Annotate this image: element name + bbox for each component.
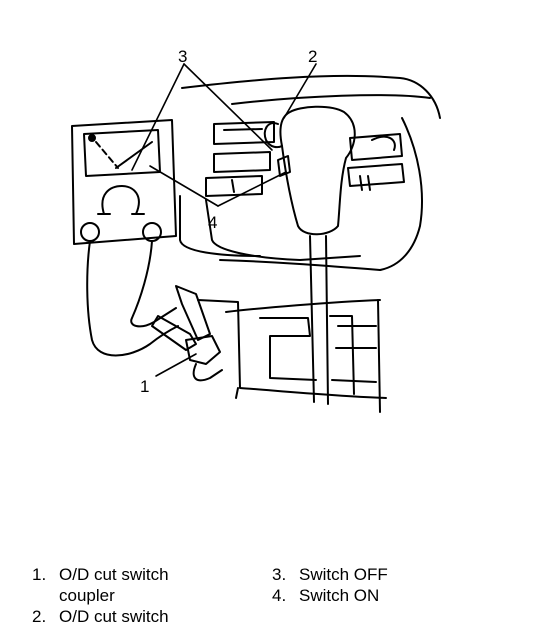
od-switch-coupler [185, 335, 223, 382]
legend-item-4: 4. Switch ON [272, 585, 379, 606]
circuit-tester [71, 119, 177, 245]
legend-number: 3. [272, 565, 287, 584]
legend-item-3: 3. Switch OFF [272, 564, 388, 585]
console-background [179, 74, 441, 271]
legend-number: 1. [32, 565, 47, 584]
callout-leaders [131, 63, 317, 377]
legend-item-2: 2. O/D cut switch [32, 606, 169, 627]
callout-1: 1 [140, 377, 149, 396]
legend-text: O/D cut switch [59, 565, 169, 584]
callout-3: 3 [178, 47, 187, 66]
legend-text: Switch OFF [299, 565, 388, 584]
legend-item-1: 1. O/D cut switch coupler [32, 564, 169, 606]
ohm-symbol [97, 185, 145, 215]
legend-number: 4. [272, 586, 287, 605]
legend-text: O/D cut switch [59, 607, 169, 626]
legend-text: Switch ON [299, 586, 380, 605]
callout-2: 2 [308, 47, 317, 66]
legend-number: 2. [32, 607, 47, 626]
shift-lever [263, 105, 356, 405]
legend-text-continued: coupler [59, 586, 115, 605]
callout-4: 4 [208, 213, 217, 232]
shift-gate [197, 299, 387, 413]
